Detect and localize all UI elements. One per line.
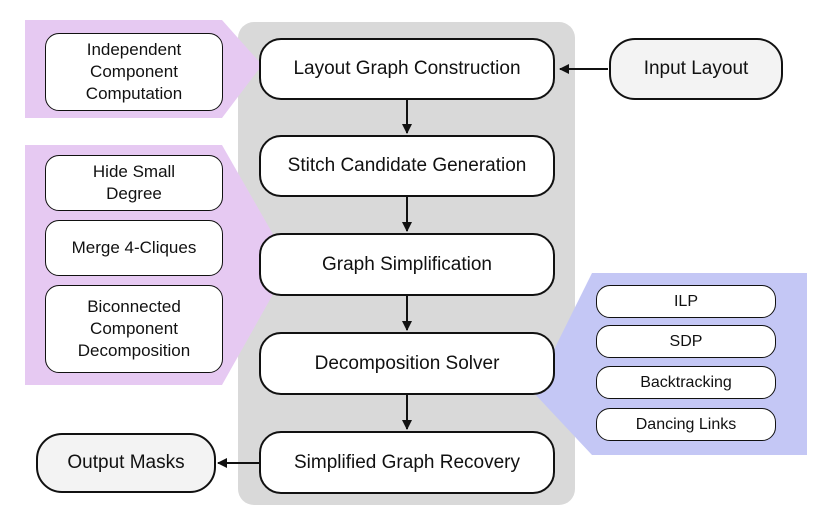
- biconnected-component-decomposition-box: Biconnected Component Decomposition: [45, 285, 223, 373]
- merge-4-cliques-box: Merge 4-Cliques: [45, 220, 223, 276]
- simplified-graph-recovery-box: Simplified Graph Recovery: [259, 431, 555, 494]
- sdp-option: SDP: [596, 325, 776, 358]
- decomposition-solver-box: Decomposition Solver: [259, 332, 555, 395]
- output-masks-box: Output Masks: [36, 433, 216, 493]
- layout-graph-construction-box: Layout Graph Construction: [259, 38, 555, 100]
- independent-component-computation-box: Independent Component Computation: [45, 33, 223, 111]
- backtracking-option: Backtracking: [596, 366, 776, 399]
- hide-small-degree-box: Hide Small Degree: [45, 155, 223, 211]
- dancing-links-option: Dancing Links: [596, 408, 776, 441]
- stitch-candidate-generation-box: Stitch Candidate Generation: [259, 135, 555, 197]
- graph-simplification-box: Graph Simplification: [259, 233, 555, 296]
- input-layout-box: Input Layout: [609, 38, 783, 100]
- ilp-option: ILP: [596, 285, 776, 318]
